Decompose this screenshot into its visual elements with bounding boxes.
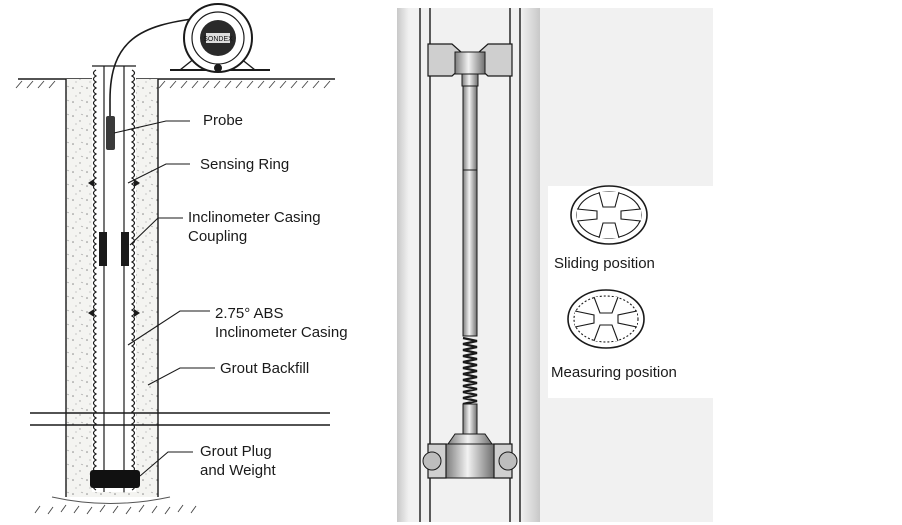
- probe-wheel-diagram: [397, 8, 713, 522]
- label-grout-backfill: Grout Backfill: [220, 360, 310, 377]
- casing-walls: [419, 8, 521, 522]
- label-grout-plug-line1: Grout Plug: [200, 443, 272, 460]
- borehole-installation-diagram: SONDEX: [15, 3, 335, 515]
- label-measuring-position: Measuring position: [551, 364, 677, 381]
- grout-plug-weight: [90, 470, 140, 488]
- cable-reel: SONDEX: [170, 3, 270, 73]
- sliding-position-icon: [570, 185, 648, 245]
- casing-coupling: [99, 232, 129, 266]
- soil-layer-lines: [30, 412, 330, 426]
- label-coupling-line1: Inclinometer Casing: [188, 209, 321, 226]
- label-sliding-position: Sliding position: [554, 255, 655, 272]
- label-grout-plug-line2: and Weight: [200, 462, 276, 479]
- label-casing-line1: 2.75° ABS: [215, 305, 284, 322]
- inclinometer-casing: [92, 65, 136, 492]
- label-probe: Probe: [203, 112, 244, 129]
- lower-wheel-assembly: [422, 433, 518, 479]
- label-coupling-line2: Coupling: [188, 228, 248, 245]
- label-sensing-ring: Sensing Ring: [200, 156, 290, 173]
- reel-brand-text: SONDEX: [203, 36, 233, 43]
- label-casing-line2: Inclinometer Casing: [215, 324, 348, 341]
- upper-wheel-assembly: [427, 43, 513, 87]
- measuring-position-icon: [567, 289, 645, 349]
- label-leaders: [113, 120, 215, 477]
- ground-surface: [15, 78, 335, 515]
- sensing-ring-markers: [88, 179, 140, 317]
- probe: [106, 17, 201, 150]
